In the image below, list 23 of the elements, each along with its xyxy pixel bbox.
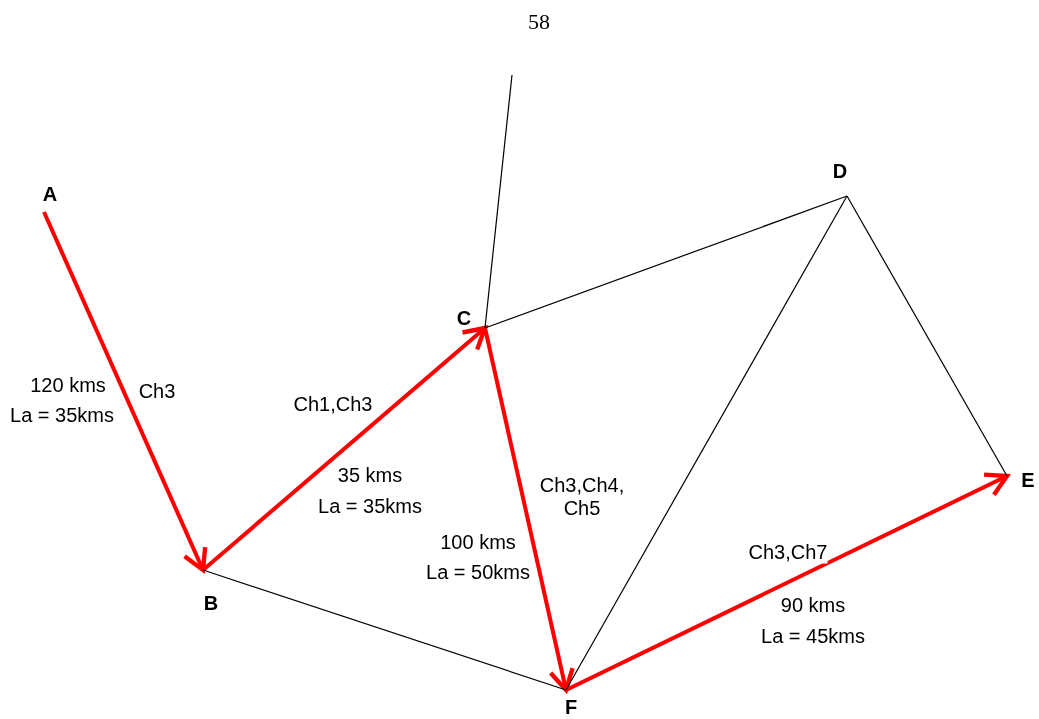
arrow [483, 327, 575, 693]
distance-label: 35 kms [337, 464, 403, 486]
connector-line [484, 195, 848, 329]
page-number: 58 [528, 9, 550, 35]
distance-label: La = 35kms [10, 404, 114, 426]
distance-label: 90 kms [780, 594, 846, 616]
connector-line [846, 195, 1008, 477]
vertex-label: A [42, 184, 58, 204]
arrow [42, 211, 208, 573]
vertex-label: C [456, 308, 472, 328]
distance-label: La = 45kms [761, 625, 865, 647]
distance-label: La = 50kms [426, 561, 530, 583]
vertex-label: D [832, 161, 848, 181]
vertex-label: B [203, 593, 219, 613]
distance-label: La = 35kms [318, 495, 422, 517]
arrow [565, 472, 1010, 692]
distance-label: 120 kms [30, 374, 106, 396]
vertex-label: E [1021, 470, 1035, 490]
vertex-label: F [564, 697, 578, 717]
connector-line [565, 195, 848, 691]
connector-line [202, 569, 567, 691]
distance-label: 100 kms [440, 531, 516, 553]
connector-line [484, 74, 513, 329]
